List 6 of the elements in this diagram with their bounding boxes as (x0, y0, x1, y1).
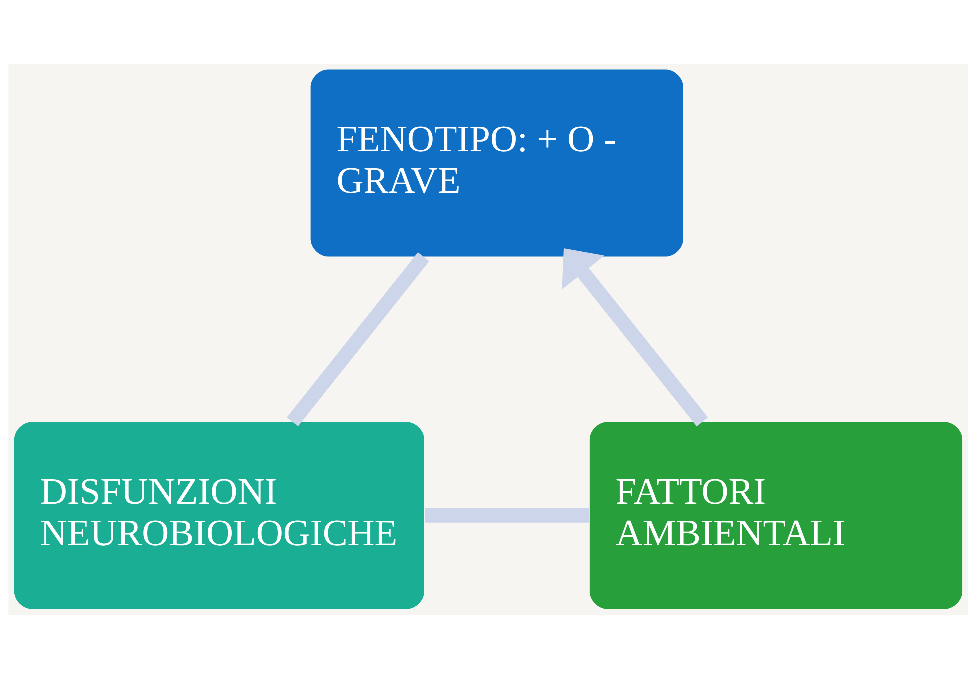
node-box: DISFUNZIONI NEUROBIOLOGICHE (14, 422, 424, 609)
connector (287, 252, 430, 426)
node-box: FATTORI AMBIENTALI (590, 422, 963, 609)
arrow (562, 248, 708, 426)
node-box: FENOTIPO: + O - GRAVE (310, 69, 684, 256)
connector (425, 508, 590, 522)
